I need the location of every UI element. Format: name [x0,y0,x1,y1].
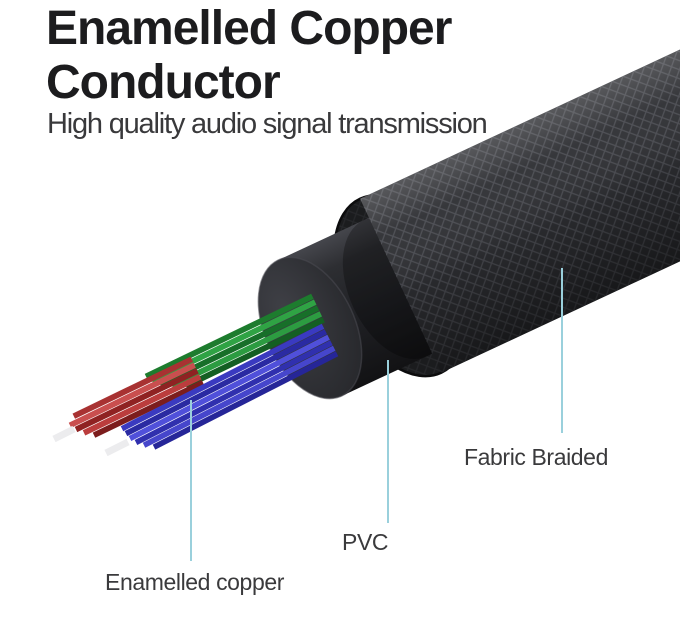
callout-label-enamelled-copper: Enamelled copper [105,569,284,595]
copper-tip-red [52,425,76,443]
callout-label-pvc: PVC [342,529,389,555]
page-title-line2: Conductor [46,56,281,109]
page-title-line1: Enamelled Copper [46,2,452,55]
fabric-braided-sheath [360,0,680,373]
wire-bundle-blue [120,323,339,450]
wire-bundle-red [68,356,205,438]
copper-tip-blue [104,438,130,457]
page-subtitle: High quality audio signal transmission [47,108,488,140]
page-title: Enamelled Copper Conductor [46,2,452,110]
callout-label-fabric-braided: Fabric Braided [464,444,608,470]
